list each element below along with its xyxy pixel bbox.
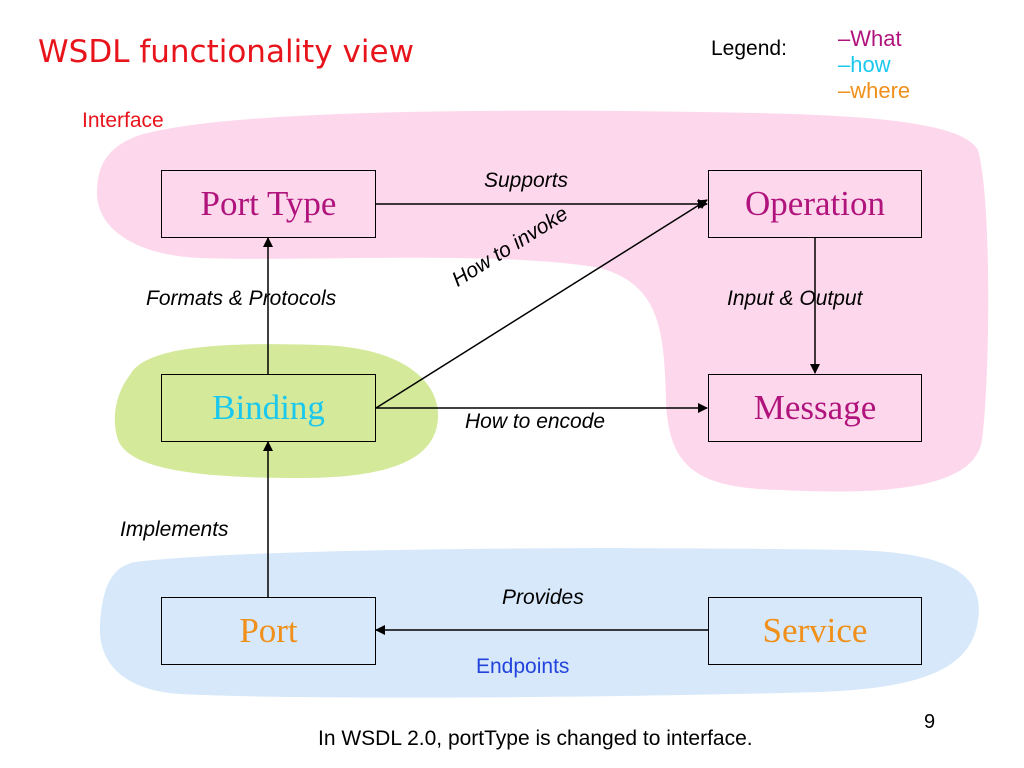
legend-label: Legend: [711, 37, 787, 60]
slide-title: WSDL functionality view [38, 34, 414, 70]
binding-node: Binding [161, 374, 376, 442]
how-to-invoke-arrow [375, 199, 708, 409]
legend-item-what: –What [838, 26, 902, 51]
port-node: Port [161, 597, 376, 665]
supports-label: Supports [484, 169, 569, 192]
implements-label: Implements [120, 518, 229, 541]
message-node: Message [708, 374, 922, 442]
page-number: 9 [924, 711, 936, 733]
how-to-encode-label: How to encode [465, 410, 606, 433]
input-output-label: Input & Output [727, 287, 863, 310]
endpoints-region-label: Endpoints [476, 655, 570, 678]
formats-protocols-label: Formats & Protocols [146, 287, 337, 310]
legend-item-how: –how [838, 52, 891, 77]
legend-item-where: –where [838, 78, 911, 103]
interface-region-label: Interface [82, 109, 164, 132]
provides-label: Provides [502, 586, 584, 609]
operation-node: Operation [708, 170, 922, 238]
footnote: In WSDL 2.0, portType is changed to inte… [318, 727, 753, 750]
port-type-node: Port Type [161, 170, 376, 238]
service-node: Service [708, 597, 922, 665]
